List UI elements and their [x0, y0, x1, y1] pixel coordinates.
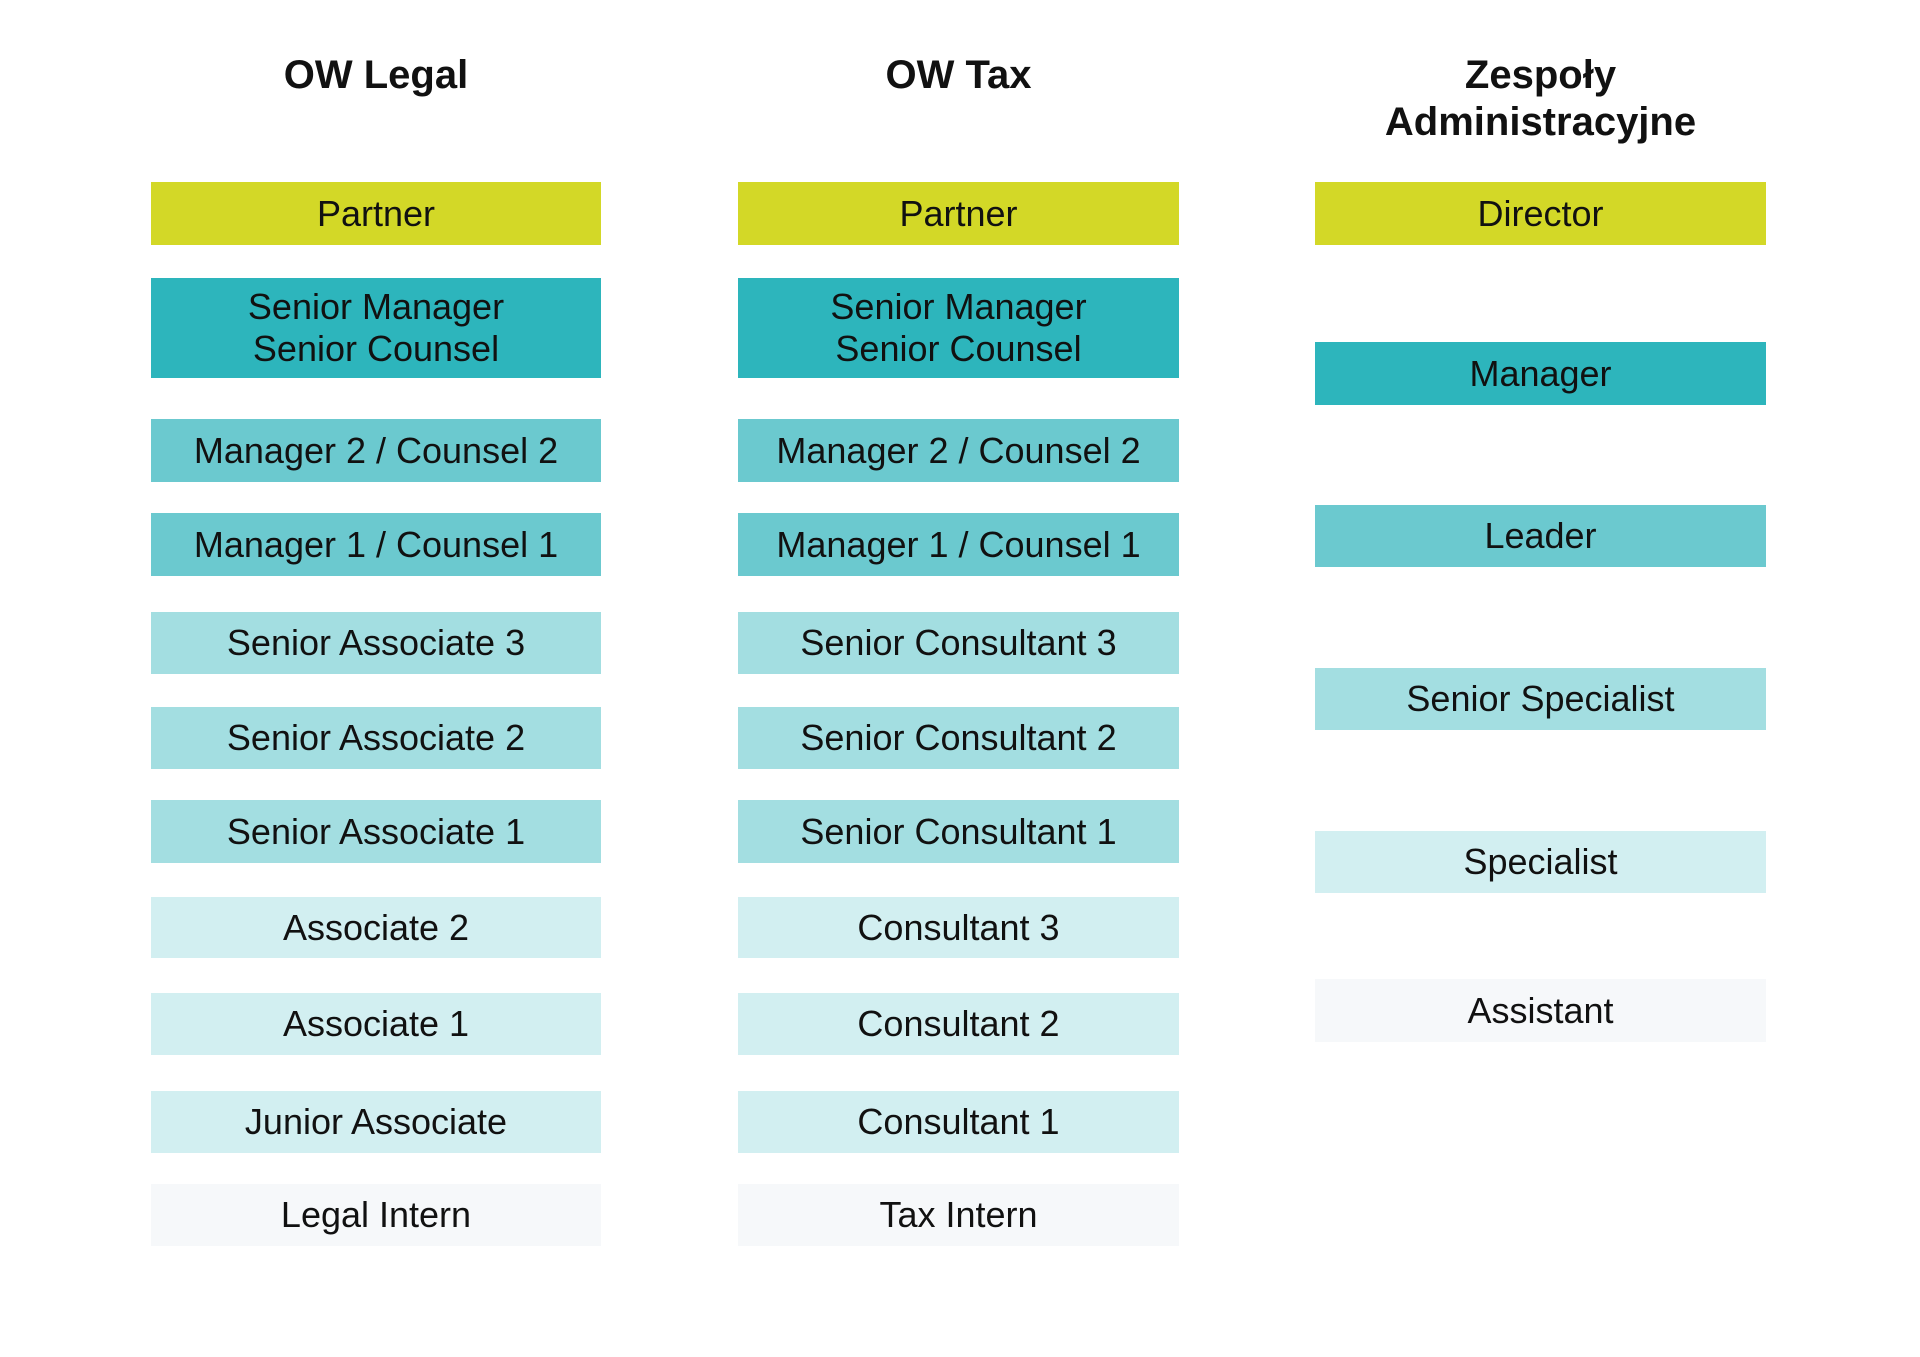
- box-tax-senior-consultant-3: Senior Consultant 3: [738, 612, 1179, 674]
- box-tax-senior-manager-senior-counsel: Senior Manager Senior Counsel: [738, 278, 1179, 378]
- header-line: OW Legal: [283, 53, 469, 97]
- box-legal-intern: Legal Intern: [151, 1184, 601, 1246]
- column-ow-legal: OW Legal Partner Senior Manager Senior C…: [151, 0, 601, 1357]
- column-zespoly-administracyjne: Zespoły Administracyjne Director Manager…: [1315, 0, 1766, 1357]
- box-tax-senior-consultant-2: Senior Consultant 2: [738, 707, 1179, 769]
- box-admin-manager: Manager: [1315, 342, 1766, 405]
- box-label: Manager 2 / Counsel 2: [776, 429, 1141, 471]
- box-tax-partner: Partner: [738, 182, 1179, 245]
- box-tax-consultant-1: Consultant 1: [738, 1091, 1179, 1153]
- box-legal-partner: Partner: [151, 182, 601, 245]
- box-label-line: Senior Counsel: [835, 328, 1082, 369]
- box-label: Assistant: [1467, 989, 1614, 1031]
- box-label: Leader: [1484, 515, 1597, 556]
- box-admin-senior-specialist: Senior Specialist: [1315, 668, 1766, 730]
- header-line: OW Tax: [885, 53, 1032, 97]
- box-legal-associate-2: Associate 2: [151, 897, 601, 958]
- box-legal-manager-2-counsel-2: Manager 2 / Counsel 2: [151, 419, 601, 482]
- box-label: Manager 1 / Counsel 1: [776, 523, 1141, 565]
- box-label: Legal Intern: [280, 1194, 472, 1235]
- box-label: Partner: [316, 192, 436, 234]
- box-label: Senior Associate 3: [226, 622, 526, 663]
- box-label: Consultant 3: [857, 906, 1060, 948]
- box-admin-assistant: Assistant: [1315, 979, 1766, 1042]
- box-label: Manager 1 / Counsel 1: [193, 523, 559, 565]
- box-admin-leader: Leader: [1315, 505, 1766, 567]
- box-label-line: Senior Counsel: [252, 328, 500, 369]
- header-line: Administracyjne: [1384, 100, 1697, 144]
- box-label: Senior Associate 2: [226, 717, 526, 758]
- box-label: Manager 2 / Counsel 2: [193, 429, 559, 471]
- box-label: Senior Consultant 2: [800, 717, 1117, 758]
- box-label: Associate 2: [282, 906, 470, 948]
- box-label: Partner: [899, 192, 1018, 234]
- box-label: Senior Consultant 1: [800, 810, 1117, 852]
- box-legal-associate-1: Associate 1: [151, 993, 601, 1055]
- box-label: Director: [1477, 192, 1604, 234]
- column-ow-tax: OW Tax Partner Senior Manager Senior Cou…: [738, 0, 1179, 1357]
- box-label: Associate 1: [282, 1003, 470, 1044]
- box-tax-manager-1-counsel-1: Manager 1 / Counsel 1: [738, 513, 1179, 576]
- box-label: Consultant 1: [857, 1101, 1060, 1142]
- box-tax-consultant-3: Consultant 3: [738, 897, 1179, 958]
- box-legal-junior-associate: Junior Associate: [151, 1091, 601, 1153]
- box-label: Junior Associate: [244, 1101, 508, 1142]
- header-line: Zespoły: [1464, 53, 1617, 97]
- box-label: Specialist: [1463, 841, 1618, 882]
- box-tax-senior-consultant-1: Senior Consultant 1: [738, 800, 1179, 863]
- box-label: Tax Intern: [879, 1194, 1038, 1235]
- box-label: Senior Specialist: [1406, 678, 1675, 719]
- box-label-line: Senior Manager: [830, 286, 1087, 327]
- column-header-ow-legal: OW Legal: [151, 52, 601, 99]
- box-legal-senior-associate-3: Senior Associate 3: [151, 612, 601, 674]
- box-label: Senior Consultant 3: [800, 622, 1117, 663]
- box-label: Manager: [1469, 352, 1612, 394]
- column-header-zespoly-administracyjne: Zespoły Administracyjne: [1315, 52, 1766, 146]
- box-legal-senior-manager-senior-counsel: Senior Manager Senior Counsel: [151, 278, 601, 378]
- box-legal-senior-associate-1: Senior Associate 1: [151, 800, 601, 863]
- box-legal-manager-1-counsel-1: Manager 1 / Counsel 1: [151, 513, 601, 576]
- box-admin-specialist: Specialist: [1315, 831, 1766, 893]
- box-admin-director: Director: [1315, 182, 1766, 245]
- box-label: Senior Associate 1: [226, 810, 526, 852]
- column-header-ow-tax: OW Tax: [738, 52, 1179, 99]
- box-label: Consultant 2: [857, 1003, 1060, 1044]
- box-label-line: Senior Manager: [247, 286, 505, 327]
- box-tax-intern: Tax Intern: [738, 1184, 1179, 1246]
- box-legal-senior-associate-2: Senior Associate 2: [151, 707, 601, 769]
- box-tax-consultant-2: Consultant 2: [738, 993, 1179, 1055]
- box-tax-manager-2-counsel-2: Manager 2 / Counsel 2: [738, 419, 1179, 482]
